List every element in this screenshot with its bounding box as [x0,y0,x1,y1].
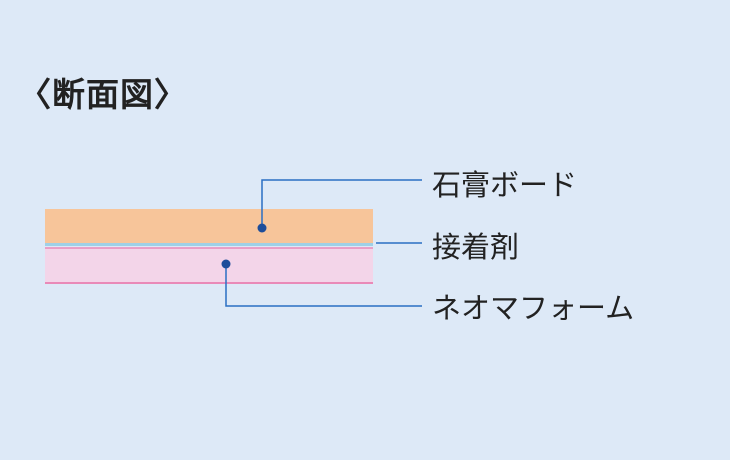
neoma-foam-layer [45,248,373,283]
gypsum-board-layer [45,209,373,243]
adhesive-label: 接着剤 [432,230,520,264]
foam-leader-line [225,264,422,307]
section-title: 〈断面図〉 [18,75,188,114]
foam-marker-dot [221,259,231,269]
gypsum-marker-dot [257,223,267,233]
neoma-foam-label: ネオマフォーム [432,291,635,325]
gypsum-board-label: 石膏ボード [432,168,578,202]
adhesive-layer [45,243,373,246]
gypsum-leader-line [261,179,422,228]
